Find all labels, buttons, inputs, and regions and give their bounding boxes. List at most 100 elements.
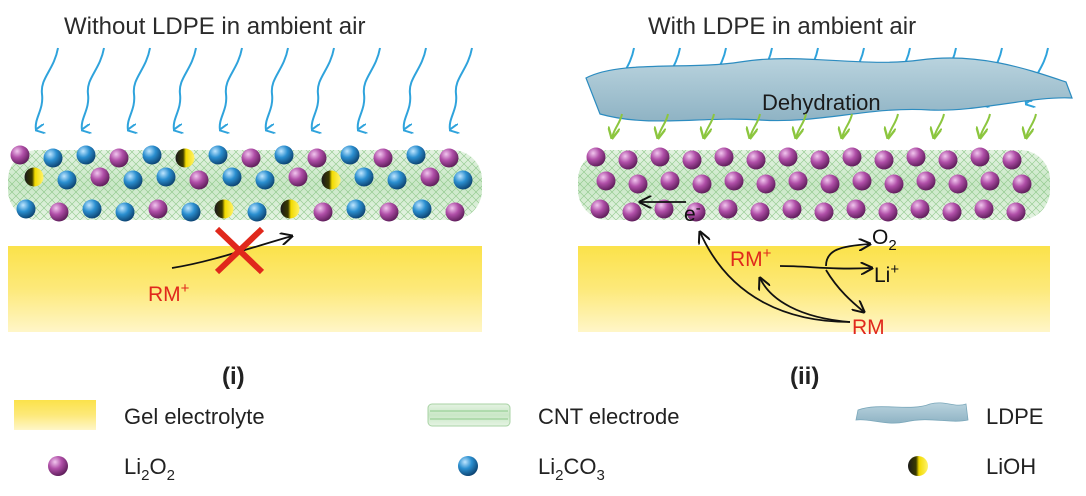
legend-cnt-label: CNT electrode [538,404,679,429]
li2o2-particle [852,171,872,191]
legend-lioh-swatch [908,456,928,476]
panel-left: Without LDPE in ambient air RM+ (i) [8,13,482,390]
li2co3-particle [453,170,473,190]
legend-li2o2-label: Li2O2 [124,454,175,484]
reduction-arrow [700,232,851,323]
li2o2-particle [1002,150,1022,170]
cnt-electrode-left [8,150,482,220]
li2co3-particle [208,145,228,165]
li2o2-particle [654,199,674,219]
panel-label-i: (i) [222,363,245,390]
rm-oxidized-label: RM+ [730,245,772,271]
oxygen-label: O2 [872,226,897,254]
li2o2-particle [379,202,399,222]
li-release-arrow [779,266,872,269]
ldpe-film [585,57,1073,122]
li2o2-particle [906,147,926,167]
lioh-particle [24,167,44,187]
legend-lioh-label: LiOH [986,454,1036,479]
dehydrated-arrow [658,113,669,138]
right-title: With LDPE in ambient air [648,13,916,40]
legend-li2o2-swatch [48,456,68,476]
rm-reduced-label: RM [852,316,885,339]
li2o2-particle [948,174,968,194]
lithium-ion-label: Li+ [874,261,899,287]
li2o2-particle [788,171,808,191]
li2o2-particle [910,199,930,219]
li2o2-particle [842,147,862,167]
li2o2-particle [974,199,994,219]
li2co3-particle [76,145,96,165]
dehydration-label: Dehydration [762,90,881,115]
air-arrow [450,47,473,130]
li2co3-particle [181,202,201,222]
li2co3-particle [115,202,135,222]
ambient-air-arrows-left [36,47,473,130]
air-arrow [174,47,197,130]
li2o2-particle [439,148,459,168]
lioh-particle [214,199,234,219]
li2o2-particle [373,148,393,168]
rm-reduction-arrow [825,269,864,312]
legend-li2co3-swatch [458,456,478,476]
li2o2-particle [746,150,766,170]
air-arrow [312,47,335,130]
li2o2-particle [980,171,1000,191]
li2o2-particle [148,199,168,219]
li2o2-particle [586,147,606,167]
li2co3-particle [340,145,360,165]
air-arrow [358,47,381,130]
li2co3-particle [346,199,366,219]
panel-label-ii: (ii) [790,363,819,390]
lioh-particle [321,170,341,190]
li2o2-particle [445,202,465,222]
li2co3-particle [222,167,242,187]
particles-right [586,147,1032,222]
li2co3-particle [82,199,102,219]
legend-ldpe-swatch [855,402,969,424]
li2co3-particle [57,170,77,190]
legend-gel-swatch [14,400,96,430]
li2o2-particle [942,202,962,222]
li2o2-particle [241,148,261,168]
li2co3-particle [387,170,407,190]
li2o2-particle [756,174,776,194]
left-title: Without LDPE in ambient air [64,13,365,40]
li2o2-particle [1006,202,1026,222]
legend-cnt-swatch [427,403,511,427]
regeneration-arrow [760,278,851,323]
dehydrated-arrow [796,113,807,138]
lioh-particle [175,148,195,168]
li2o2-particle [718,199,738,219]
li2o2-particle [750,202,770,222]
li2o2-particle [810,150,830,170]
li2co3-particle [142,145,162,165]
gel-electrolyte-left [8,246,482,332]
li2o2-particle [1012,174,1032,194]
li2o2-particle [596,171,616,191]
li2o2-particle [938,150,958,170]
li2o2-particle [49,202,69,222]
panel-right: With LDPE in ambient air Dehydration e- … [578,13,1073,390]
li2co3-particle [406,145,426,165]
li2o2-particle [109,148,129,168]
li2o2-particle [622,202,642,222]
li2o2-particle [307,148,327,168]
air-arrow [82,47,105,130]
li2co3-particle [156,167,176,187]
legend-ldpe-label: LDPE [986,404,1043,429]
li2o2-particle [814,202,834,222]
li2o2-particle [686,202,706,222]
blocked-arrow [171,236,292,269]
li2co3-particle [16,199,36,219]
li2o2-particle [650,147,670,167]
li2o2-particle [846,199,866,219]
li2o2-particle [618,150,638,170]
dehydrated-arrow [1026,113,1037,138]
dehydrated-arrow [980,113,991,138]
air-arrow [266,47,289,130]
li2o2-particle [916,171,936,191]
o2-release-arrow [825,244,870,267]
gel-electrolyte-right [578,246,1050,332]
